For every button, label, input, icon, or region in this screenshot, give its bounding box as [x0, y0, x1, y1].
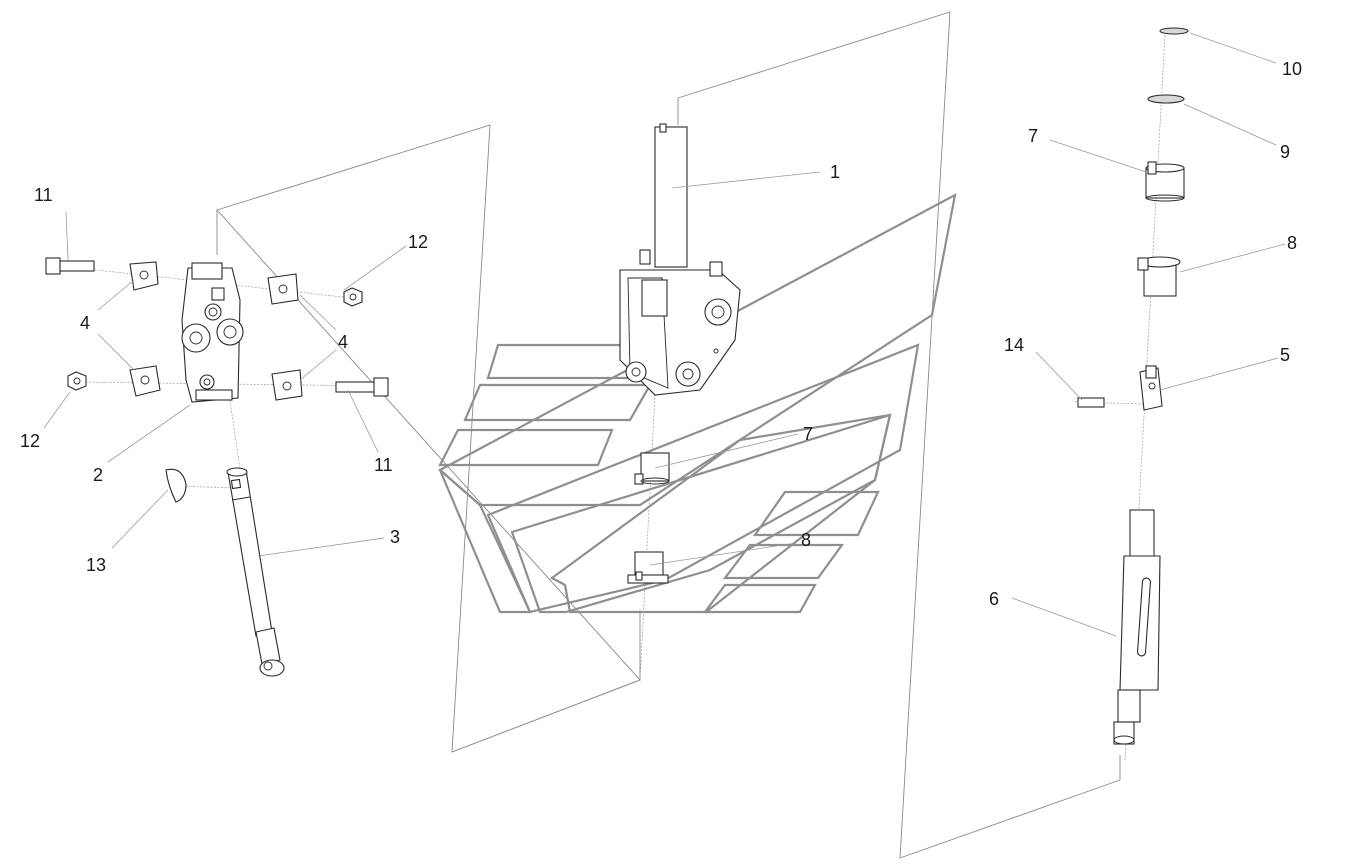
callout-labels: 1 2 3 4 4 5 6 7 7 8 8 9 10 11 11 12 12 1… [20, 59, 1302, 609]
construction-planes [216, 11, 1121, 859]
callout-4-left: 4 [80, 313, 90, 333]
callout-11-right: 11 [374, 455, 393, 475]
callout-8-center: 8 [801, 530, 811, 550]
callout-14: 14 [1004, 335, 1024, 355]
part-4-plates [129, 261, 303, 401]
callout-4-right: 4 [338, 332, 348, 352]
callout-2: 2 [93, 465, 103, 485]
plane-left [216, 124, 641, 753]
part-7-center-bushing [634, 452, 670, 485]
callout-6: 6 [989, 589, 999, 609]
part-13-key [165, 468, 187, 503]
part-8-center-bushing [627, 551, 669, 584]
callout-8-right: 8 [1287, 233, 1297, 253]
part-8-right-bushing [1137, 256, 1181, 297]
callout-13: 13 [86, 555, 106, 575]
watermark-logo [438, 192, 957, 614]
part-1-bracket [619, 123, 741, 396]
part-12-nuts [67, 287, 363, 391]
callout-7-center: 7 [803, 424, 813, 444]
part-9-washer [1147, 94, 1185, 104]
leader-lines [43, 32, 1286, 637]
callout-3: 3 [390, 527, 400, 547]
callout-9: 9 [1280, 142, 1290, 162]
plane-center [677, 11, 1121, 859]
plane-left-bottom [451, 610, 641, 753]
part-7-right-bushing [1145, 161, 1185, 202]
part-10-washer [1159, 27, 1189, 35]
callout-10: 10 [1282, 59, 1302, 79]
callout-5: 5 [1280, 345, 1290, 365]
callout-7-right: 7 [1028, 126, 1038, 146]
part-6-shaft [1113, 509, 1161, 745]
callout-11-left: 11 [34, 185, 53, 205]
part-3-shaft [226, 467, 285, 677]
callout-12-left: 12 [20, 431, 40, 451]
part-5-clevis [1139, 365, 1163, 411]
part-2-yoke [181, 262, 244, 403]
part-14-pin [1077, 397, 1105, 408]
callout-12-right: 12 [408, 232, 428, 252]
part-11-bolts [45, 257, 389, 397]
callout-1: 1 [830, 162, 840, 182]
